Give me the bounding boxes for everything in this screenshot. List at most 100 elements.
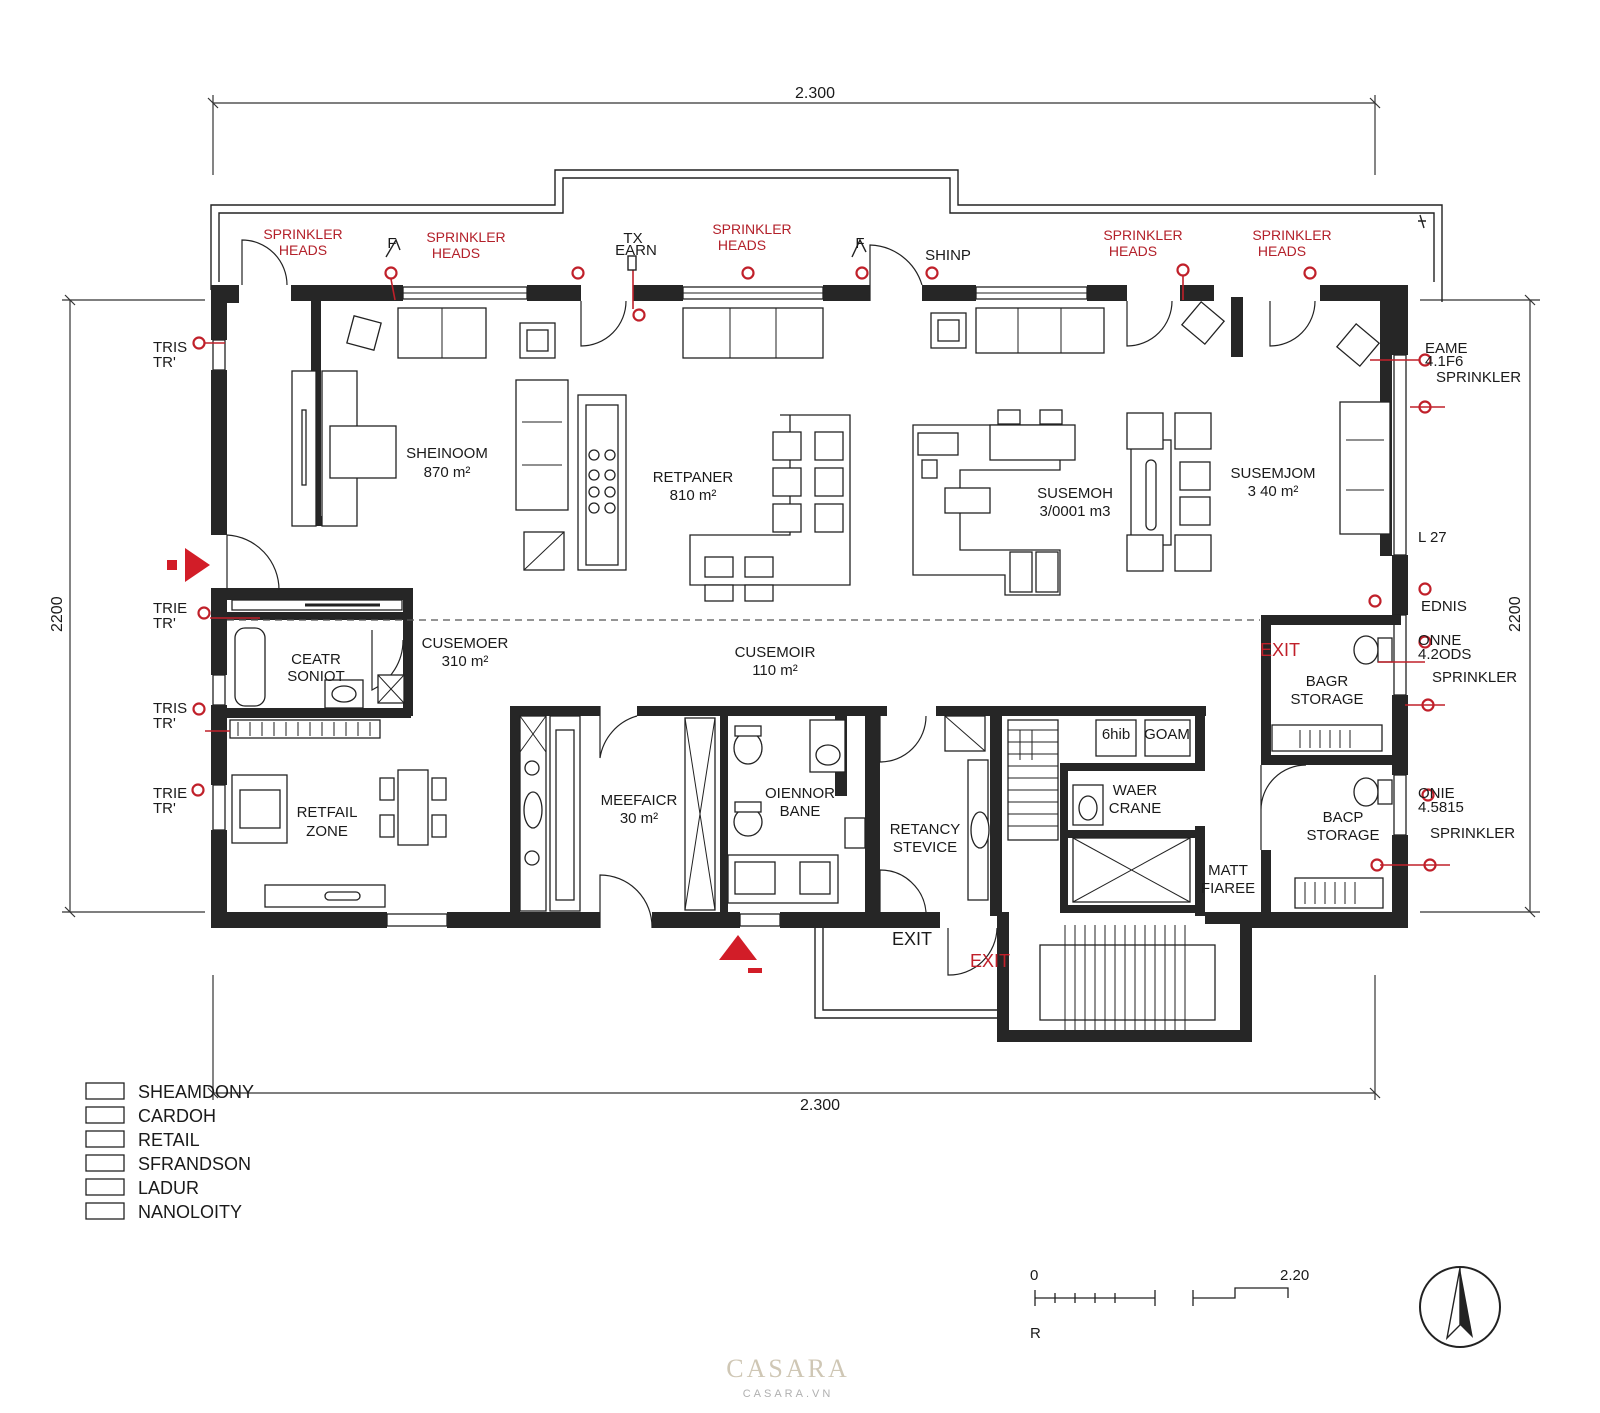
- legend-label: LADUR: [138, 1178, 199, 1198]
- room-name: OIENNOR: [765, 785, 835, 802]
- svg-text:TRIE: TRIE: [153, 785, 187, 802]
- legend-swatch: [85, 1154, 125, 1172]
- scale-end: 2.20: [1280, 1267, 1309, 1284]
- north-arrow-icon: [1419, 1266, 1501, 1348]
- legend-swatch: [85, 1178, 125, 1196]
- room-area: 30 m²: [620, 810, 658, 827]
- svg-text:4.1F6: 4.1F6: [1425, 353, 1463, 370]
- sprinkler-label: HEADS: [1258, 243, 1306, 259]
- sprinkler-label: HEADS: [279, 242, 327, 258]
- room-name: RETANCY: [890, 821, 961, 838]
- furniture: [229, 300, 1393, 1030]
- room-name: CUSEMOER: [422, 635, 509, 652]
- legend-swatch: [85, 1106, 125, 1124]
- room-area: 3/0001 m3: [1040, 503, 1111, 520]
- room-name: FIAREE: [1201, 880, 1255, 897]
- room-area: 110 m²: [752, 662, 798, 679]
- tx-label: TX: [623, 230, 642, 247]
- dimension-left: 2200: [49, 596, 66, 632]
- sprinkler-label: HEADS: [718, 237, 766, 253]
- room-name: BANE: [780, 803, 821, 820]
- room-name: CRANE: [1109, 800, 1162, 817]
- fire-extinguisher-icon: [385, 214, 1426, 271]
- svg-text:SPRINKLER: SPRINKLER: [1430, 825, 1515, 842]
- room-name: MEEFAICR: [601, 792, 678, 809]
- annotations: SPRINKLER HEADS SPRINKLER HEADS SPRINKLE…: [263, 221, 1331, 261]
- svg-text:L 27: L 27: [1418, 529, 1447, 546]
- room-name: BAGR: [1306, 673, 1349, 690]
- dimension-bottom: 2.300: [800, 1097, 840, 1114]
- exit-label: EXIT: [1260, 640, 1300, 660]
- room-area: 870 m²: [424, 464, 471, 481]
- room-area: 310 m²: [442, 653, 489, 670]
- svg-text:ONIE: ONIE: [1418, 785, 1455, 802]
- entrance-arrow-icon: [719, 935, 762, 973]
- room-name: STEVICE: [893, 839, 957, 856]
- sprinkler-label: SPRINKLER: [712, 221, 791, 237]
- svg-text:SPRINKLER: SPRINKLER: [1436, 369, 1521, 386]
- legend-label: RETAIL: [138, 1130, 200, 1150]
- exterior-walls: [211, 285, 1408, 928]
- room-name: MATT: [1208, 862, 1248, 879]
- svg-text:SPRINKLER: SPRINKLER: [1432, 669, 1517, 686]
- svg-text:TR': TR': [153, 354, 176, 371]
- room-name: SHINP: [925, 247, 971, 264]
- sprinkler-label: SPRINKLER: [263, 226, 342, 242]
- scale-bar: [1034, 1287, 1289, 1306]
- room-name: SUSEMJOM: [1230, 465, 1315, 482]
- watermark-logo: CASARA CASARA.VN: [726, 1354, 849, 1400]
- scale-start: 0: [1030, 1267, 1038, 1284]
- entry-canopy: [814, 928, 997, 1019]
- svg-text:TR': TR': [153, 715, 176, 732]
- room-name: SONIOT: [287, 668, 345, 685]
- svg-text:4.5815: 4.5815: [1418, 799, 1464, 816]
- room-name: STORAGE: [1290, 691, 1363, 708]
- dimension-right: 2200: [1507, 596, 1524, 632]
- legend-label: NANOLOITY: [138, 1202, 242, 1222]
- legend-label: CARDOH: [138, 1106, 216, 1126]
- elevator-label: 6hib: [1102, 726, 1130, 743]
- room-name: ZONE: [306, 823, 348, 840]
- svg-text:TRIE: TRIE: [153, 600, 187, 617]
- svg-text:4.2ODS: 4.2ODS: [1418, 646, 1471, 663]
- room-name: RETPANER: [653, 469, 734, 486]
- svg-text:CASARA.VN: CASARA.VN: [743, 1388, 834, 1400]
- legend-swatch: [85, 1082, 125, 1100]
- room-name: BACP: [1323, 809, 1364, 826]
- svg-text:CASARA: CASARA: [726, 1354, 849, 1383]
- legend-swatch: [85, 1202, 125, 1220]
- tx-label: EARN: [615, 242, 657, 259]
- svg-text:TR': TR': [153, 800, 176, 817]
- elevator-label: GOAM: [1144, 726, 1190, 743]
- room-area: 810 m²: [670, 487, 717, 504]
- room-area: 3 40 m²: [1248, 483, 1299, 500]
- sprinkler-label: SPRINKLER: [426, 229, 505, 245]
- sprinkler-label: SPRINKLER: [1103, 227, 1182, 243]
- svg-text:TRIS: TRIS: [153, 700, 187, 717]
- exit-label: EXIT: [970, 951, 1010, 971]
- room-name: RETFAIL: [297, 804, 358, 821]
- room-name: SUSEMOH: [1037, 485, 1113, 502]
- room-name: STORAGE: [1306, 827, 1379, 844]
- svg-text:ONNE: ONNE: [1418, 632, 1461, 649]
- sprinkler-label: HEADS: [1109, 243, 1157, 259]
- svg-text:EAME: EAME: [1425, 340, 1468, 357]
- doors: [226, 239, 1316, 976]
- sprinkler-markers: [191, 263, 1450, 872]
- room-name: CUSEMOIR: [735, 644, 816, 661]
- entrance-arrow-icon: [167, 548, 210, 582]
- interior-walls: [211, 297, 1401, 1042]
- scale-unit: R: [1030, 1325, 1041, 1342]
- legend: SHEAMDONYCARDOHRETAILSFRANDSONLADURNANOL…: [85, 1082, 254, 1222]
- svg-text:TR': TR': [153, 615, 176, 632]
- legend-label: SHEAMDONY: [138, 1082, 254, 1102]
- dimension-top: 2.300: [795, 85, 835, 102]
- fire-extinguisher-label: F: [855, 235, 864, 252]
- room-name: WAER: [1113, 782, 1158, 799]
- side-annotations: TRIS TR' TRIE TR' TRIS TR' TRIE TR' EAME…: [153, 339, 1521, 842]
- room-name: SHEINOOM: [406, 445, 488, 462]
- fire-extinguisher-label: F: [387, 235, 396, 252]
- exit-labels: EXIT EXIT EXIT: [892, 640, 1300, 971]
- svg-text:EDNIS: EDNIS: [1421, 598, 1467, 615]
